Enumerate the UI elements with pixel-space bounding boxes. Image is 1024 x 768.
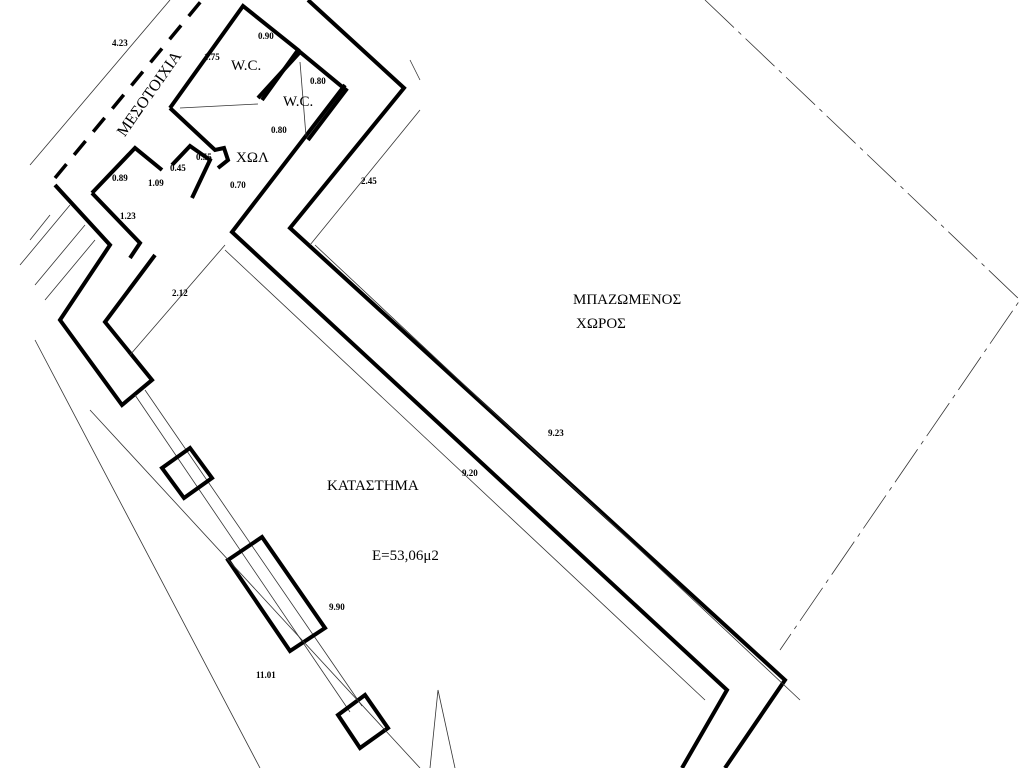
dim-0-70: 0.70 [230,180,246,190]
dim-line-212 [129,244,226,356]
dim-0-45: 0.45 [170,163,186,173]
area-label: E=53,06μ2 [372,548,439,564]
dim-0-80-b: 0.80 [271,125,287,135]
dim-line-245 [309,109,421,246]
hall-wall [168,106,231,170]
wc-wall [168,3,301,110]
dim-line-923 [314,244,801,701]
dim-2-12: 2.12 [172,288,188,298]
dim-11-01: 11.01 [256,670,276,680]
dim-1-23: 1.23 [120,211,136,221]
dim-1-09: 1.09 [148,178,164,188]
left-wall-inner [90,145,164,195]
party-wall-line [53,0,204,180]
facade-line-1 [134,394,351,713]
dim-2-45: 2.45 [361,176,377,186]
door-swing [429,689,456,768]
open-area-edge [409,59,421,81]
dim-1-75: 1.75 [204,52,220,62]
hall-label: ΧΩΛ [236,150,269,166]
closet-wall [170,143,213,199]
wc2-label: W.C. [283,94,314,110]
dim-0-90: 0.90 [258,31,274,41]
open-area-label-1: ΜΠΑΖΩΜΕΝΟΣ [573,292,682,308]
stairs [19,204,96,301]
dim-9-23: 9.23 [548,428,564,438]
dim-0-80-a: 0.80 [310,76,326,86]
open-area-label-2: ΧΩΡΟΣ [576,316,626,332]
inner-wall-corridor [229,83,730,768]
wc2-diagonal [299,61,307,137]
wc-diagonal [179,103,259,109]
shop-label: ΚΑΤΑΣΤΗΜΑ [327,478,419,494]
column-1 [159,445,215,501]
dim-line-920 [224,249,706,701]
dim-line-423 [29,0,171,166]
outer-wall-right [287,0,788,768]
open-area-boundary [704,0,1021,651]
column-2 [225,534,328,654]
dim-4-23: 4.23 [112,38,128,48]
wc1-label: W.C. [231,58,262,74]
dim-0-55: 0.55 [196,152,212,162]
left-wall-outer [53,183,157,408]
wc2-wall [256,49,349,142]
column-3 [335,692,391,751]
left-wall-inner2 [90,191,143,260]
dim-9-20: 9.20 [462,468,478,478]
facade-line-2 [144,389,363,707]
dim-line-1101 [34,339,261,768]
dim-9-90: 9.90 [329,602,345,612]
dim-0-89: 0.89 [112,173,128,183]
dim-line-990 [89,409,421,768]
